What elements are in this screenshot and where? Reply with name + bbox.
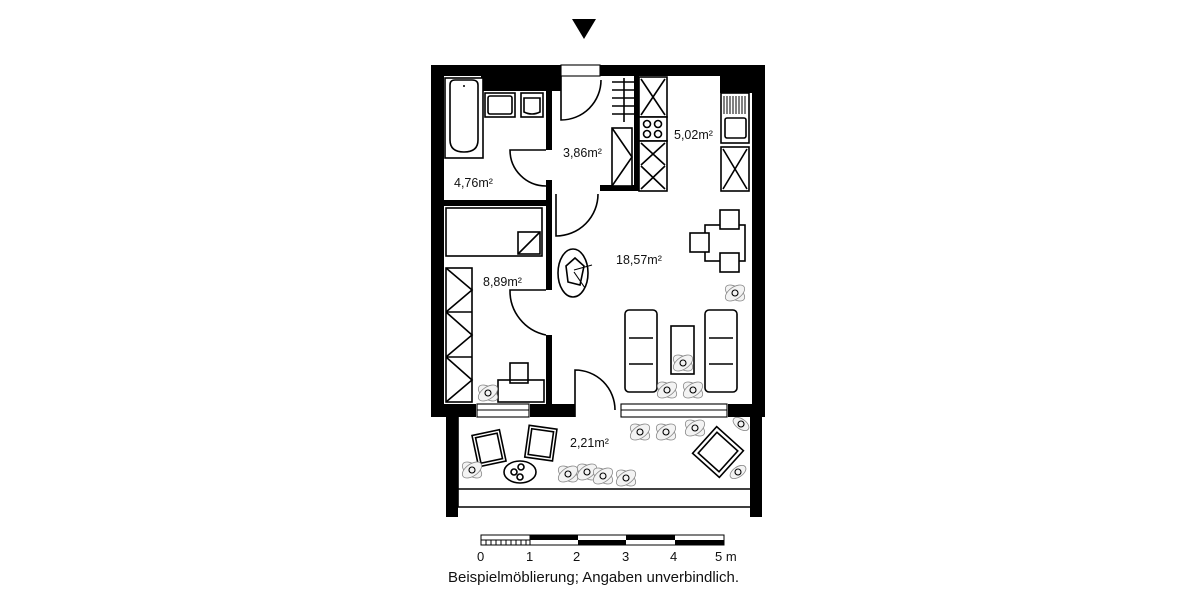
doors (509, 76, 616, 417)
hall-furniture (611, 78, 635, 187)
living-furniture (557, 209, 746, 393)
room-area-kitchen: 5,02m² (674, 128, 713, 142)
scale-tick-2: 2 (573, 549, 580, 564)
room-area-living-room: 18,57m² (616, 253, 662, 267)
kitchen-furniture (638, 76, 750, 192)
bathroom-furniture (444, 77, 544, 159)
walls (431, 65, 765, 517)
room-area-hallway: 3,86m² (563, 146, 602, 160)
room-area-bedroom: 8,89m² (483, 275, 522, 289)
room-area-bathroom: 4,76m² (454, 176, 493, 190)
balcony-furniture (471, 424, 745, 484)
windows (476, 64, 728, 418)
scale-bar (480, 534, 725, 546)
scale-tick-0: 0 (477, 549, 484, 564)
bedroom-furniture (445, 207, 545, 403)
scale-tick-4: 4 (670, 549, 677, 564)
room-area-balcony: 2,21m² (570, 436, 609, 450)
scale-tick-3: 3 (622, 549, 629, 564)
plants (461, 284, 750, 487)
disclaimer-caption: Beispielmöblierung; Angaben unverbindlic… (448, 569, 739, 586)
entrance-arrow-icon (572, 19, 596, 39)
scale-tick-1: 1 (526, 549, 533, 564)
scale-tick-5: 5 m (715, 549, 737, 564)
balcony-outline (457, 417, 750, 508)
